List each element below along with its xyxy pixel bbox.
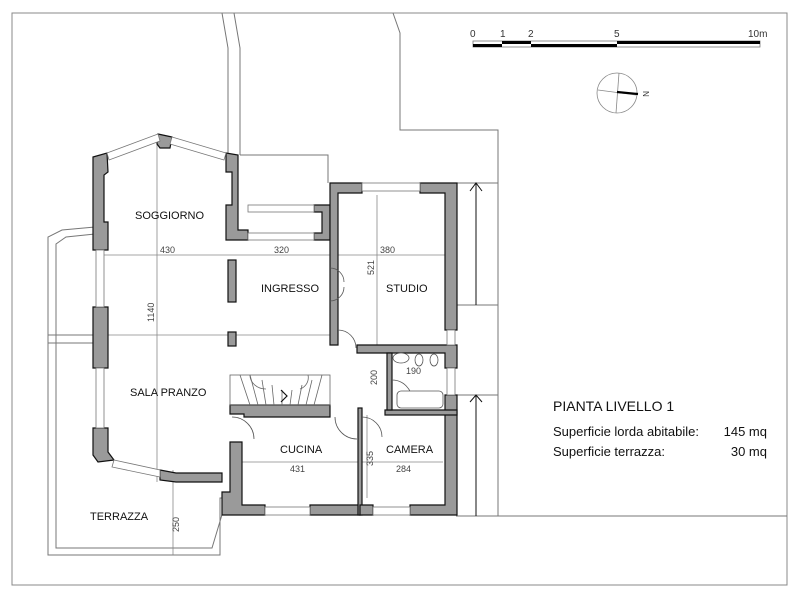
dim-cucina-width: 431 [290, 464, 305, 474]
north-arrow-icon: N [596, 72, 650, 114]
room-label-sala-pranzo: SALA PRANZO [130, 387, 207, 399]
dim-living-depth: 1140 [146, 303, 156, 322]
bathroom-fixtures [392, 352, 444, 409]
walls [92, 133, 458, 516]
stat-row-habitable: Superficie lorda abitabile: 145 mq [553, 422, 767, 442]
room-label-soggiorno: SOGGIORNO [135, 210, 205, 222]
sheet-frame [11, 12, 788, 586]
section-arrows [469, 182, 483, 516]
room-label-camera: CAMERA [386, 444, 434, 456]
dim-bath-depth: 200 [369, 370, 379, 385]
stat-value: 30 mq [730, 444, 767, 459]
dim-terrazza-depth: 250 [171, 517, 181, 532]
scale-tick-2: 2 [528, 29, 534, 40]
dim-bath-width: 190 [406, 366, 421, 376]
compass-north-label: N [641, 91, 650, 97]
dim-studio-width: 380 [380, 245, 395, 255]
dim-soggiorno-width: 430 [160, 245, 175, 255]
plan-info-block: PIANTA LIVELLO 1 Superficie lorda abitab… [553, 398, 767, 462]
site-boundary [221, 12, 787, 517]
stat-row-terrace: Superficie terrazza: 30 mq [553, 442, 767, 462]
plan-title: PIANTA LIVELLO 1 [553, 398, 675, 414]
grid-lines [100, 140, 445, 555]
dim-camera-depth: 335 [365, 451, 375, 466]
dim-camera-width: 284 [396, 464, 411, 474]
stat-label: Superficie lorda abitabile: [553, 424, 699, 439]
room-label-terrazza: TERRAZZA [90, 511, 149, 523]
room-label-ingresso: INGRESSO [261, 283, 320, 295]
room-label-studio: STUDIO [386, 283, 428, 295]
stat-value: 145 mq [723, 424, 767, 439]
scale-tick-1: 1 [500, 29, 506, 40]
staircase [229, 374, 331, 406]
scale-tick-5: 5 [614, 29, 620, 40]
dim-studio-depth: 521 [366, 260, 376, 275]
stat-label: Superficie terrazza: [553, 444, 665, 459]
dim-ingresso-width: 320 [274, 245, 289, 255]
windows [95, 133, 456, 516]
scale-tick-10m: 10m [748, 29, 767, 40]
room-label-cucina: CUCINA [280, 444, 323, 456]
scale-tick-0: 0 [470, 29, 476, 40]
terrace-outline [47, 226, 236, 556]
scale-bar: 0 1 2 5 10m [470, 29, 767, 48]
